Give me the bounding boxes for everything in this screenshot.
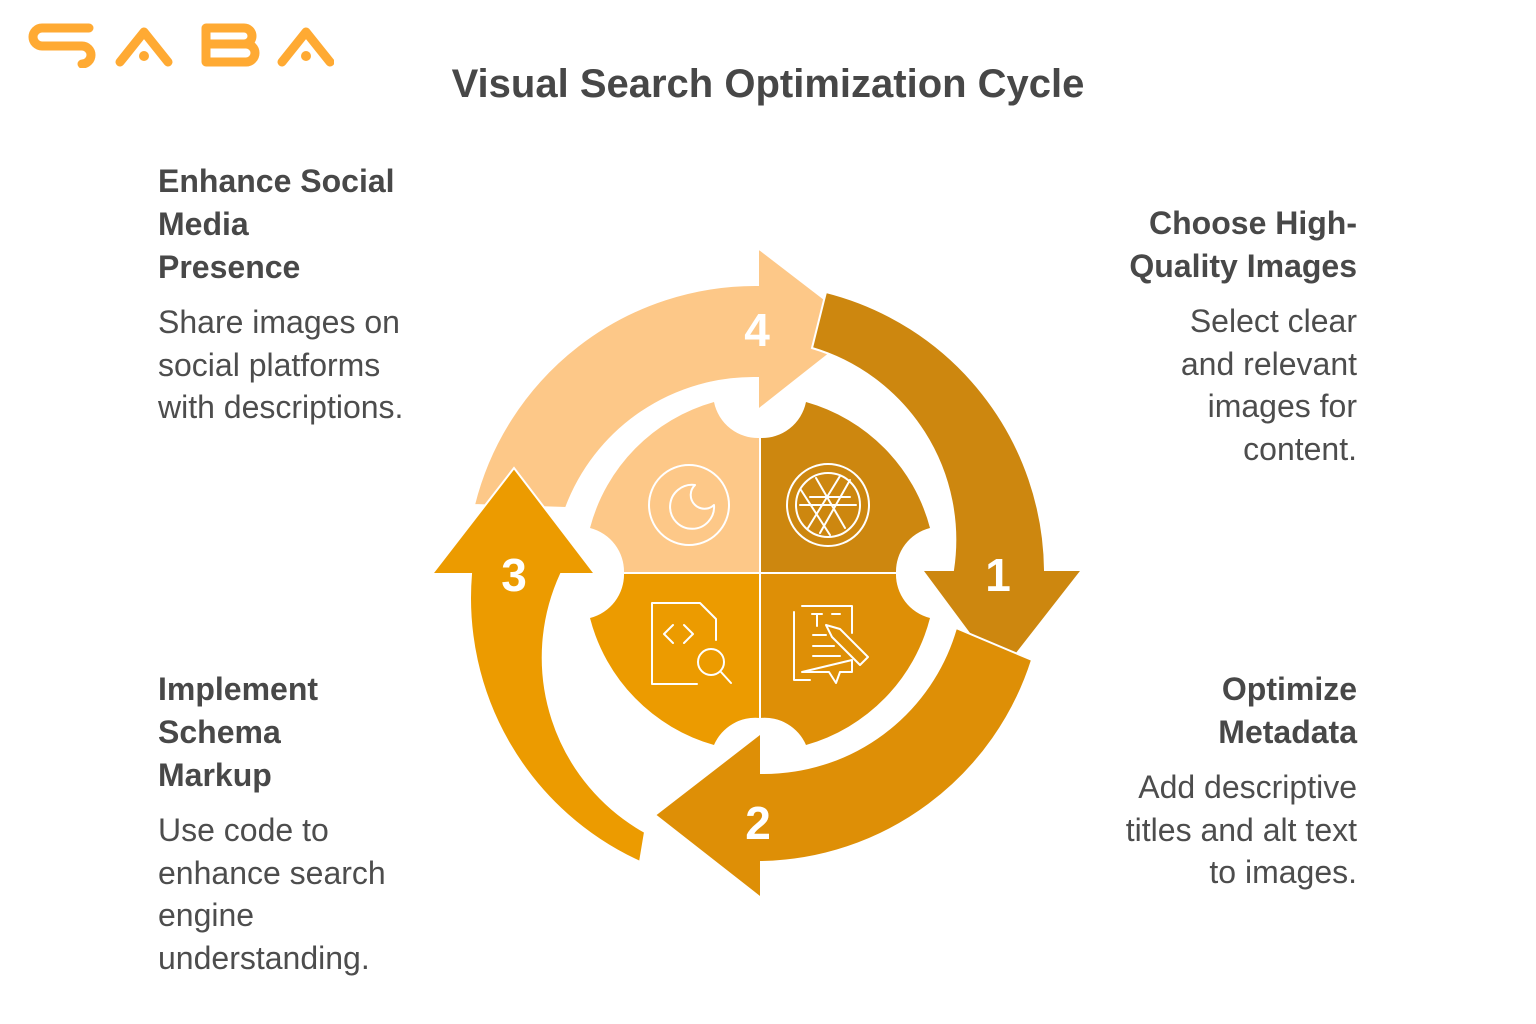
quadrant-2 — [760, 573, 930, 745]
step-number-2: 2 — [745, 797, 771, 849]
arc-step-1 — [810, 290, 1085, 677]
quadrant-4 — [590, 402, 760, 573]
quadrant-3 — [590, 573, 760, 745]
step-1-title: Choose High-Quality Images — [1129, 205, 1357, 284]
arc-step-3 — [429, 466, 647, 864]
saba-logo — [28, 23, 334, 68]
step-number-1: 1 — [985, 549, 1011, 601]
moon-circle-icon — [648, 464, 730, 546]
step-number-4: 4 — [744, 304, 770, 356]
page-title: Visual Search Optimization Cycle — [451, 62, 1085, 106]
document-edit-icon — [793, 605, 869, 684]
arc-step-2 — [653, 626, 1034, 901]
step-number-3: 3 — [501, 549, 527, 601]
step-4-description: Share images on social platforms with de… — [158, 304, 404, 425]
step-3-description: Use code to enhance search engine unders… — [158, 812, 386, 976]
step-2-description: Add descriptive titles and alt text to i… — [1125, 769, 1357, 890]
code-file-search-icon — [651, 602, 732, 685]
inner-circle — [590, 402, 930, 745]
arc-step-4 — [472, 245, 864, 510]
step-1-description: Select clear and relevant images for con… — [1180, 303, 1357, 467]
camera-aperture-icon — [786, 463, 870, 547]
step-1-block: Choose High-Quality Images Select clear … — [1087, 202, 1357, 470]
